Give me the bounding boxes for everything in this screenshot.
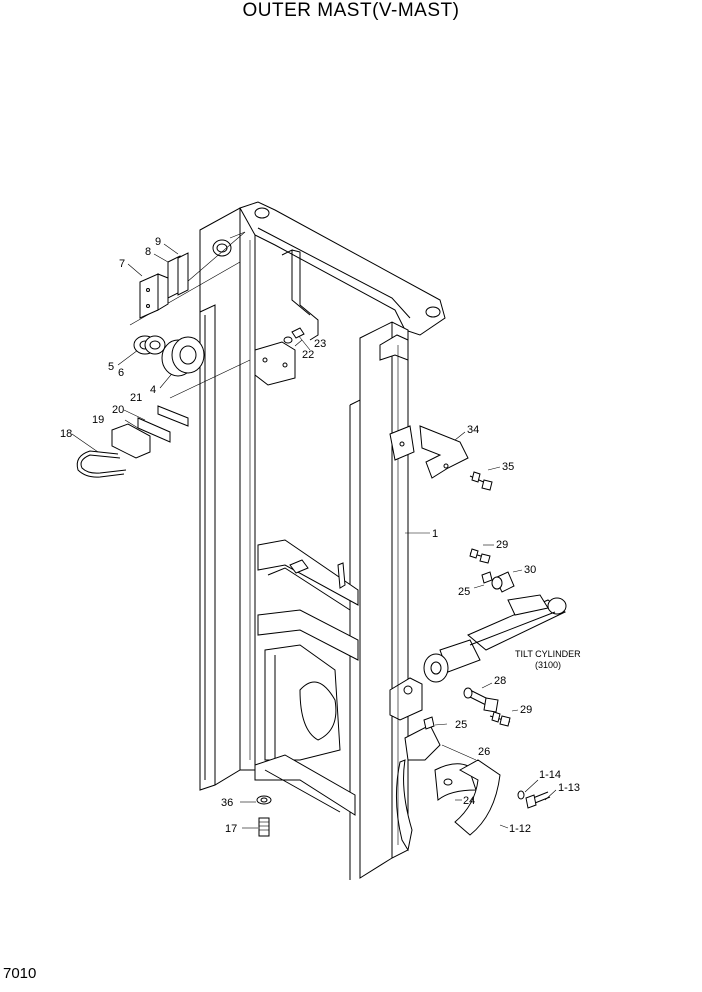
callout-25-lower: 25 [455, 719, 467, 731]
grease-25b [423, 716, 435, 730]
callout-29-upper: 29 [496, 539, 508, 551]
callout-26: 26 [478, 746, 490, 758]
callout-19: 19 [92, 414, 104, 426]
callout-20: 20 [112, 404, 124, 416]
bracket-34 [389, 425, 469, 479]
callout-1-14: 1-14 [539, 769, 561, 781]
nut-22-23 [283, 327, 305, 344]
callout-6: 6 [118, 367, 124, 379]
bolt-29a [469, 548, 491, 564]
callout-34: 34 [467, 424, 479, 436]
page-number: 7010 [3, 965, 37, 982]
callout-7: 7 [119, 258, 125, 270]
u-bolt-18 [76, 450, 127, 478]
tilt-cylinder-label: TILT CYLINDER [515, 649, 581, 659]
callout-labels: 1 4 5 6 7 8 9 17 18 19 20 21 22 23 24 25… [60, 236, 581, 835]
bolt-17-washer-36 [256, 795, 272, 837]
callout-5: 5 [108, 361, 114, 373]
callout-1-12: 1-12 [509, 823, 531, 835]
shims-19-20-21 [111, 405, 189, 459]
pin-30 [491, 571, 515, 593]
callout-1: 1 [432, 528, 438, 540]
callout-4: 4 [150, 384, 156, 396]
washers-5-6 [133, 335, 166, 355]
callout-17: 17 [225, 823, 237, 835]
callout-9: 9 [155, 236, 161, 248]
page-title: OUTER MAST(V-MAST) [242, 0, 460, 21]
callout-22: 22 [302, 349, 314, 361]
callout-28: 28 [494, 675, 506, 687]
tilt-cylinder [423, 594, 567, 683]
bolt-1-13-1-14 [517, 790, 551, 809]
pin-28 [463, 687, 499, 713]
brackets-7-8-9 [139, 252, 189, 319]
bolt-29b [489, 711, 511, 727]
roller-bearing-4 [161, 336, 205, 377]
tilt-cylinder-code: (3100) [535, 660, 561, 670]
callout-18: 18 [60, 428, 72, 440]
callout-35: 35 [502, 461, 514, 473]
leader-lines [71, 231, 557, 829]
callout-29-lower: 29 [520, 704, 532, 716]
callout-23: 23 [314, 338, 326, 350]
callout-36: 36 [221, 797, 233, 809]
callout-30: 30 [524, 564, 536, 576]
callout-1-13: 1-13 [558, 782, 580, 794]
grease-25a [481, 571, 493, 584]
outer-mast-frame [199, 201, 446, 880]
callout-24: 24 [463, 795, 475, 807]
bolt-35 [469, 471, 493, 491]
callout-8: 8 [145, 246, 151, 258]
pivot-cap-1-12 [434, 759, 501, 836]
callout-25-upper: 25 [458, 586, 470, 598]
callout-21: 21 [130, 392, 142, 404]
